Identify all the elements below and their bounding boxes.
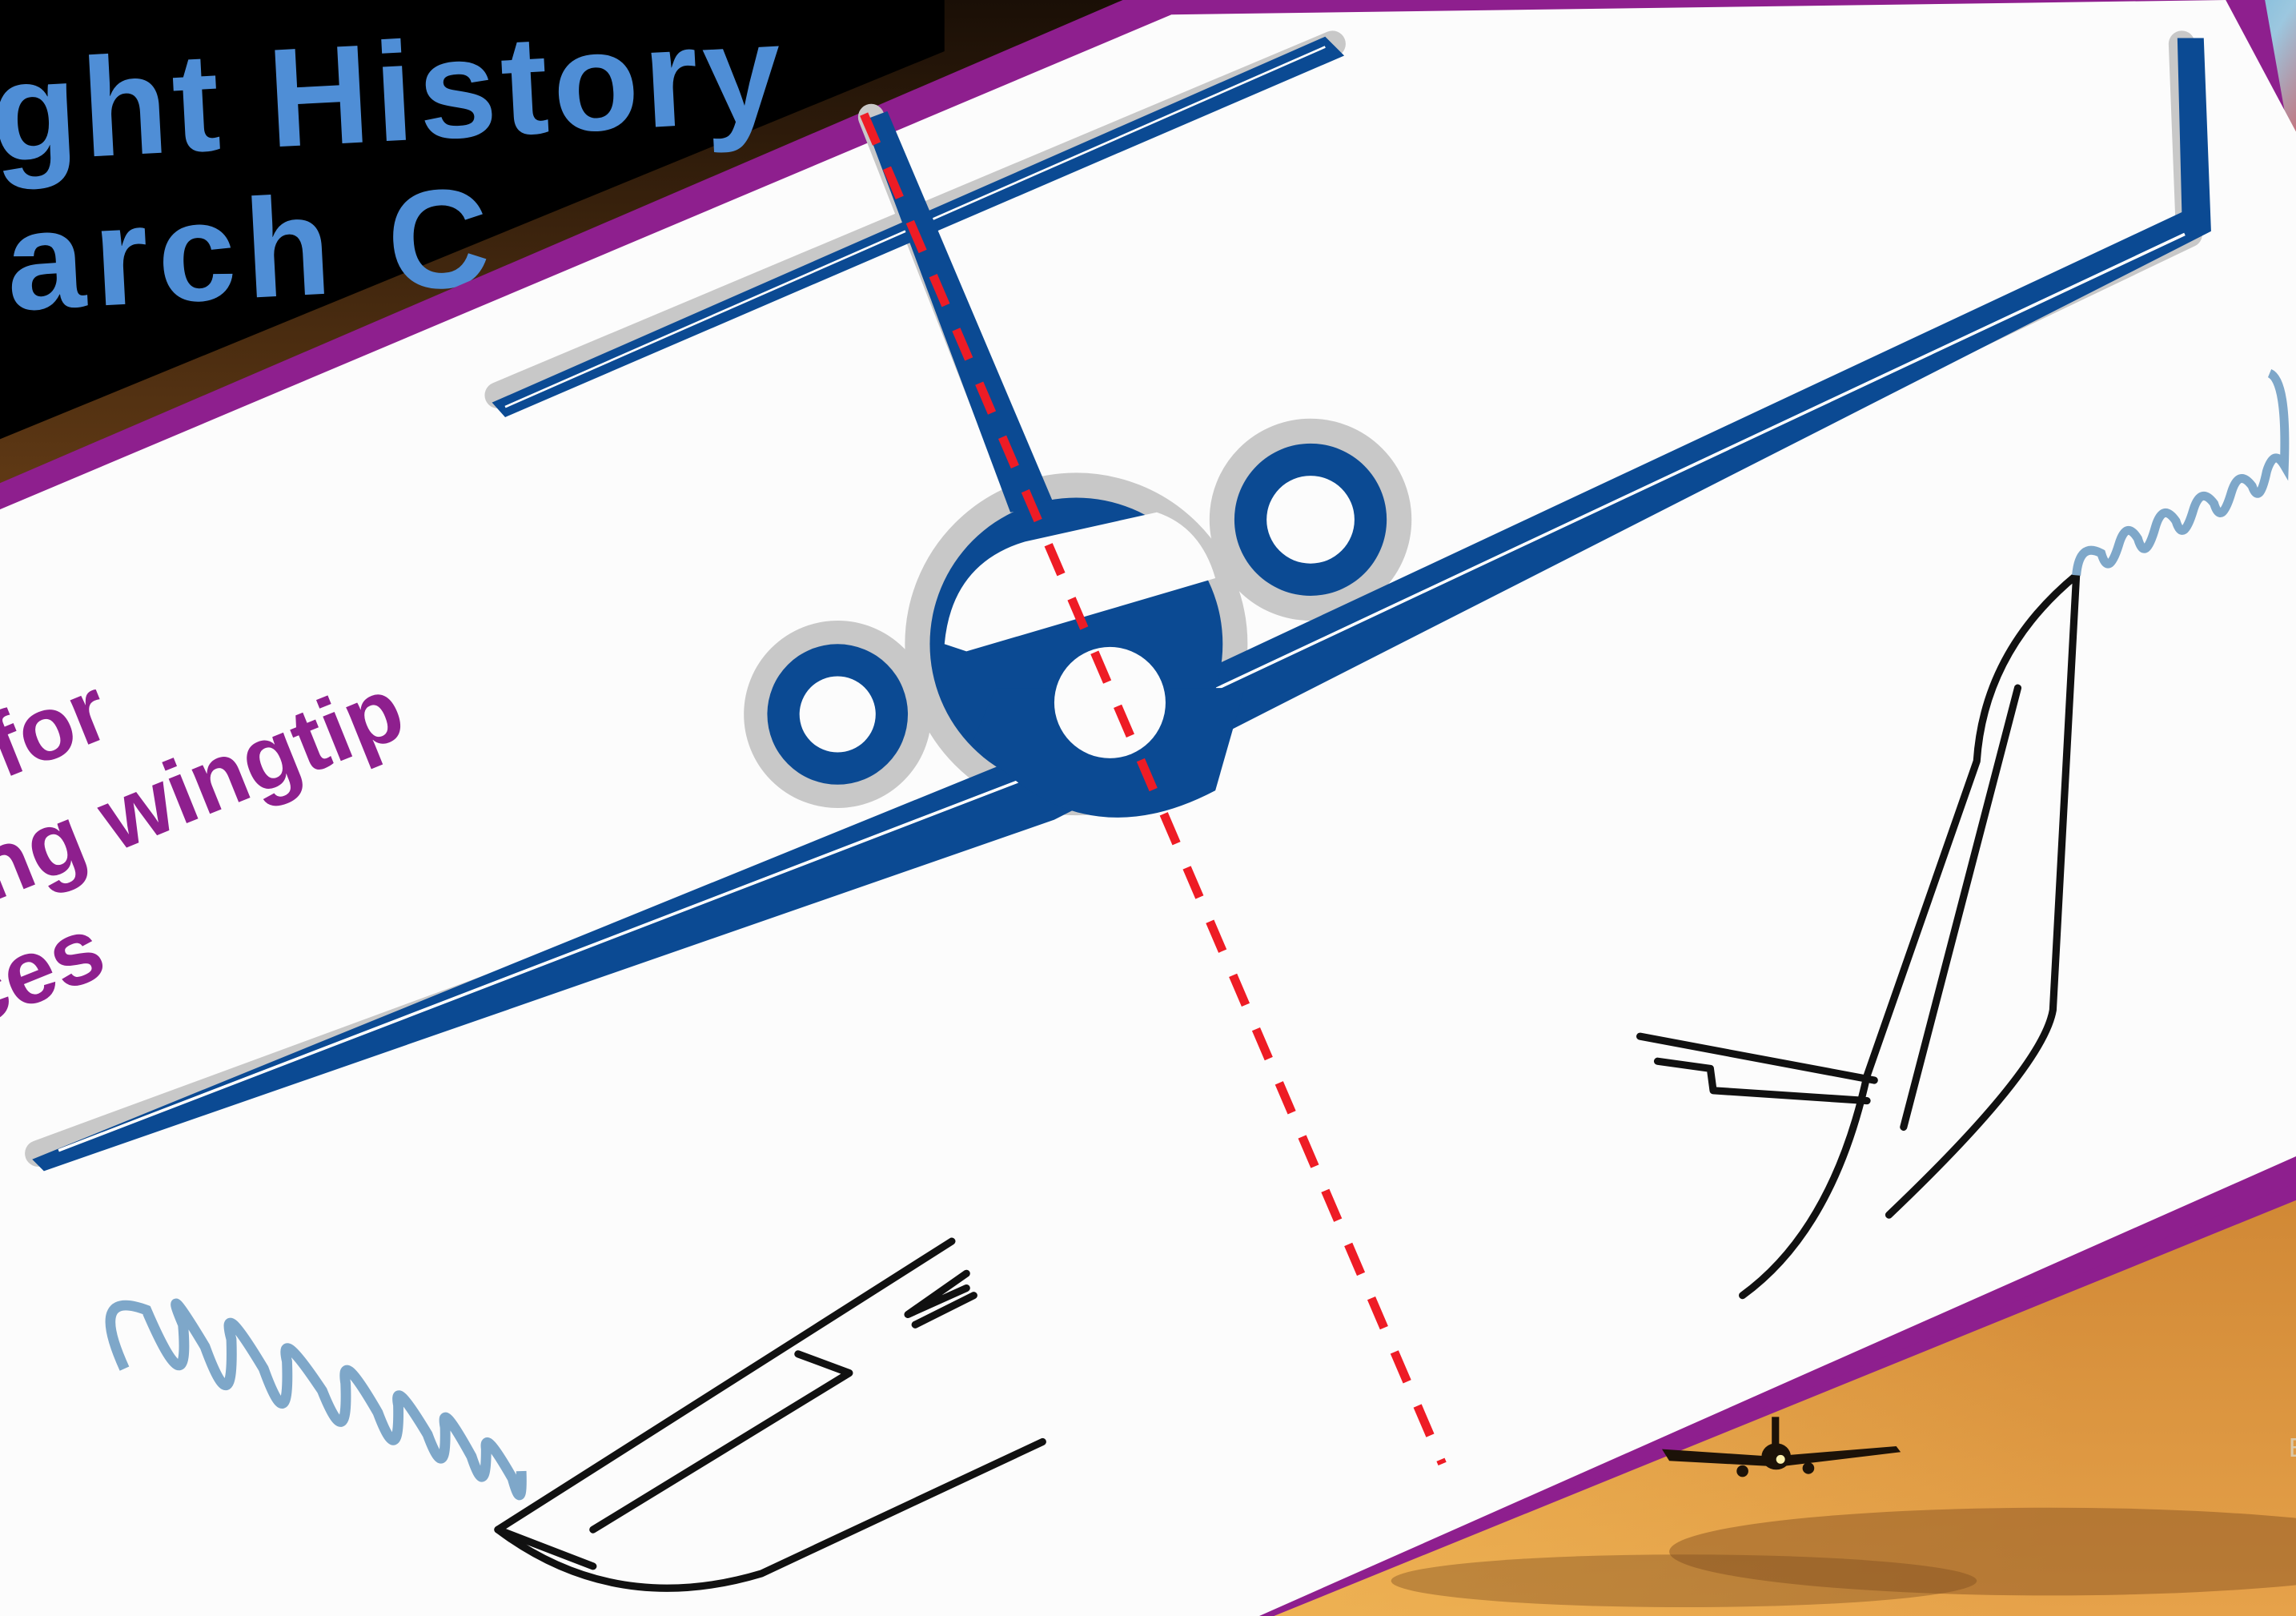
corner-label: E <box>2289 1433 2296 1462</box>
nose-radome <box>1054 647 1166 758</box>
